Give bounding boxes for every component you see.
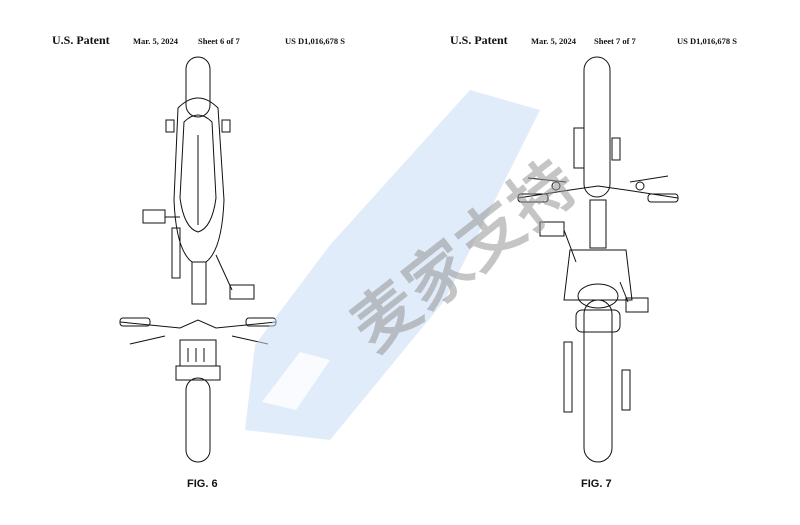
- frame-body: [563, 249, 633, 301]
- seat: [179, 114, 217, 233]
- fig7-bicycle-front-view: [517, 56, 679, 463]
- patent-date: Mar. 5, 2024: [133, 36, 179, 46]
- right-grip: [647, 193, 679, 203]
- right-brake-lever: [231, 335, 269, 345]
- frame-body: [173, 97, 225, 263]
- right-pedal: [625, 297, 649, 313]
- fig6-bicycle-top-view: [119, 56, 277, 463]
- right-pedal: [229, 284, 255, 300]
- right-brake-lever: [629, 175, 669, 183]
- rear-fender: [575, 309, 621, 333]
- patent-office-label: U.S. Patent: [52, 33, 110, 47]
- left-brake-lever: [527, 177, 567, 183]
- figure-label: FIG. 7: [581, 478, 612, 490]
- rear-wheel: [185, 377, 211, 463]
- patent-office-label: U.S. Patent: [450, 33, 508, 47]
- left-grip: [119, 317, 151, 327]
- stem: [589, 199, 607, 249]
- left-brake-lever: [129, 335, 166, 345]
- left-pedal: [539, 221, 565, 237]
- patent-sheet-6: U.S. Patent Mar. 5, 2024 Sheet 6 of 7 US…: [0, 0, 400, 520]
- rear-wheel: [583, 299, 613, 463]
- stem: [191, 261, 207, 305]
- patent-date: Mar. 5, 2024: [531, 36, 577, 46]
- patent-number: US D1,016,678 S: [677, 36, 737, 46]
- left-pedal: [142, 209, 166, 224]
- sheet-number: Sheet 6 of 7: [198, 36, 240, 46]
- sheet-number: Sheet 7 of 7: [594, 36, 636, 46]
- handlebar: [517, 185, 679, 199]
- handlebar: [119, 319, 277, 329]
- patent-sheet-7: U.S. Patent Mar. 5, 2024 Sheet 7 of 7 US…: [400, 0, 800, 520]
- front-wheel: [185, 56, 211, 118]
- figure-label: FIG. 6: [187, 478, 218, 490]
- patent-number: US D1,016,678 S: [285, 36, 345, 46]
- front-wheel: [583, 56, 611, 198]
